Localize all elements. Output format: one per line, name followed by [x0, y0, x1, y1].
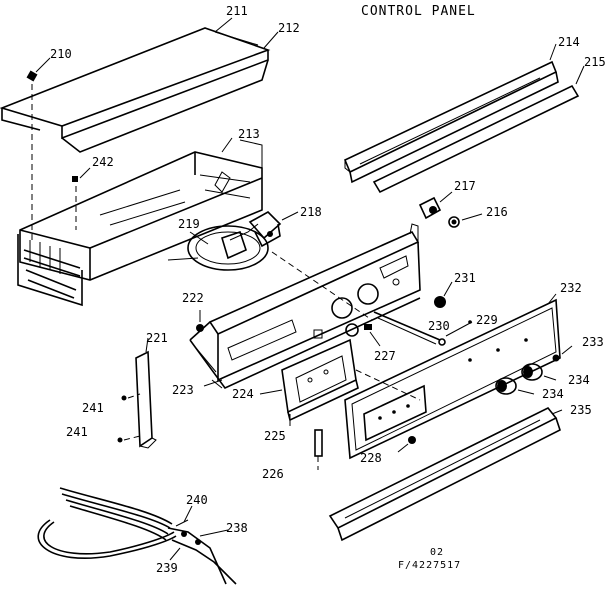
- label-233: 233: [582, 335, 604, 349]
- part-231-cap: [434, 281, 453, 308]
- label-222: 222: [182, 291, 204, 305]
- label-242: 242: [92, 155, 114, 169]
- part-215-strip: [372, 65, 585, 194]
- label-225: 225: [264, 429, 286, 443]
- label-216: 216: [486, 205, 508, 219]
- footer-line-1: 02: [430, 547, 444, 558]
- part-226-pin: [314, 429, 323, 470]
- part-210-screw: [26, 57, 51, 240]
- part-234-knob-a: [521, 363, 557, 381]
- label-238: 238: [226, 521, 248, 535]
- part-216-nut: [448, 213, 483, 228]
- part-242-screw: [72, 167, 91, 230]
- part-219-timer: [167, 225, 269, 271]
- footer-line-2: F/4227517: [398, 560, 461, 571]
- label-212: 212: [278, 21, 300, 35]
- part-233-screw: [552, 345, 573, 362]
- label-241-b: 241: [66, 425, 88, 439]
- label-218: 218: [300, 205, 322, 219]
- label-234-b: 234: [542, 387, 564, 401]
- part-wire-harness: [37, 487, 237, 585]
- label-226: 226: [262, 467, 284, 481]
- label-240: 240: [186, 493, 208, 507]
- part-229-rod: [373, 311, 473, 346]
- part-221-bracket: [135, 337, 157, 449]
- label-230: 230: [428, 319, 450, 333]
- part-222-screw: [196, 310, 204, 332]
- diagram-title: CONTROL PANEL: [361, 4, 476, 19]
- part-225-bracket: [259, 338, 359, 426]
- part-235-bottom-trim: [328, 406, 563, 542]
- part-218-switch: [229, 211, 299, 248]
- label-214: 214: [558, 35, 580, 49]
- label-215: 215: [584, 55, 606, 69]
- label-221: 221: [146, 331, 168, 345]
- label-217: 217: [454, 179, 476, 193]
- part-213-frame: [17, 137, 263, 307]
- label-239: 239: [156, 561, 178, 575]
- part-241-screw-a: [121, 393, 141, 401]
- part-232-front-panel: [344, 293, 561, 460]
- label-210: 210: [50, 47, 72, 61]
- part-228-screw: [397, 436, 416, 453]
- part-217-fastener: [418, 191, 453, 220]
- part-227-clip: [364, 324, 381, 347]
- label-232: 232: [560, 281, 582, 295]
- label-241-a: 241: [82, 401, 104, 415]
- label-229: 229: [476, 313, 498, 327]
- part-241-screw-b: [117, 435, 141, 443]
- label-224: 224: [232, 387, 254, 401]
- label-228: 228: [360, 451, 382, 465]
- part-214-trim: [343, 43, 559, 184]
- part-top-cover: [0, 17, 279, 153]
- label-211: 211: [226, 4, 248, 18]
- label-219: 219: [178, 217, 200, 231]
- label-213: 213: [238, 127, 260, 141]
- part-234-knob-b: [495, 377, 535, 395]
- label-234-a: 234: [568, 373, 590, 387]
- label-227: 227: [374, 349, 396, 363]
- label-223: 223: [172, 383, 194, 397]
- leader-223: [203, 379, 223, 387]
- label-235: 235: [570, 403, 592, 417]
- label-231: 231: [454, 271, 476, 285]
